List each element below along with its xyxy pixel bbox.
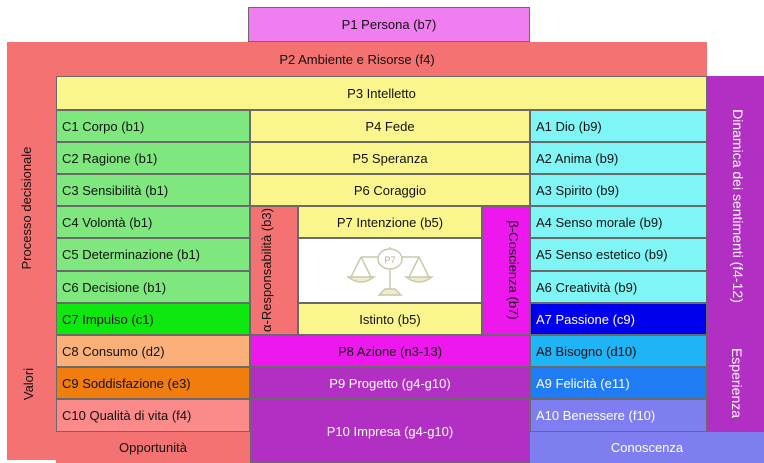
c4-label: C4 Volontà (b1) — [62, 214, 153, 230]
esperienza-label: Esperienza — [729, 347, 745, 419]
esperienza-wrap: Esperienza — [725, 333, 745, 433]
p3-label: P3 Intelletto — [347, 85, 416, 101]
opportunita-label: Opportunità — [119, 440, 187, 455]
a4-box: A4 Senso morale (b9) — [530, 206, 707, 238]
c4-box: C4 Volontà (b1) — [56, 206, 250, 238]
a9-box: A9 Felicità (e11) — [530, 367, 707, 399]
c1-label: C1 Corpo (b1) — [62, 118, 145, 134]
p10-label: P10 Impresa (g4-g10) — [326, 423, 454, 439]
p2-ambiente-risorse: P2 Ambiente e Risorse (f4) — [7, 42, 707, 76]
p8-azione: P8 Azione (n3-13) — [250, 335, 530, 367]
p7-label: P7 Intenzione (b5) — [336, 214, 444, 230]
a6-box: A6 Creatività (b9) — [530, 271, 707, 303]
beta-label: β-Coscienza (b7) — [506, 220, 521, 320]
a3-label: A3 Spirito (b9) — [536, 182, 620, 198]
a8-box: A8 Bisogno (d10) — [530, 335, 707, 367]
c8-box: C8 Consumo (d2) — [56, 335, 250, 367]
alpha-label: α-Responsabilità (b3) — [259, 208, 274, 332]
valori-label: Valori — [21, 367, 36, 401]
c9-box: C9 Soddisfazione (e3) — [56, 367, 250, 399]
p4-fede: P4 Fede — [250, 110, 530, 142]
a6-label: A6 Creatività (b9) — [536, 279, 638, 295]
c8-label: C8 Consumo (d2) — [62, 343, 165, 359]
c2-box: C2 Ragione (b1) — [56, 142, 250, 174]
p4-label: P4 Fede — [365, 118, 415, 134]
p7-intenzione: P7 Intenzione (b5) — [298, 206, 482, 238]
a7-label: A7 Passione (c9) — [536, 311, 635, 327]
c7-label: C7 Impulso (c1) — [62, 311, 154, 327]
p2-label: P2 Ambiente e Risorse (f4) — [279, 51, 435, 67]
a1-box: A1 Dio (b9) — [530, 110, 707, 142]
p6-label: P6 Coraggio — [353, 182, 427, 198]
a7-box: A7 Passione (c9) — [530, 303, 707, 335]
alpha-responsabilita — [250, 206, 298, 335]
beta-label-wrap: β-Coscienza (b7) — [492, 206, 521, 334]
a8-label: A8 Bisogno (d10) — [536, 343, 637, 359]
p3-intelletto: P3 Intelletto — [56, 76, 707, 110]
c10-box: C10 Qualità di vita (f4) — [56, 399, 250, 432]
conoscenza: Conoscenza — [530, 432, 764, 463]
dinamica-sentimenti-label: Dinamica dei sentimenti (f4-12) — [730, 109, 746, 303]
balance-scale-icon: P7 — [345, 247, 435, 296]
a9-label: A9 Felicità (e11) — [536, 375, 630, 391]
p9-label: P9 Progetto (g4-g10) — [329, 375, 451, 391]
dinamica-sentimenti-wrap: Dinamica dei sentimenti (f4-12) — [726, 86, 746, 326]
p8-label: P8 Azione (n3-13) — [337, 343, 443, 359]
c3-label: C3 Sensibilità (b1) — [62, 182, 169, 198]
c5-label: C5 Determinazione (b1) — [62, 247, 201, 262]
p5-speranza: P5 Speranza — [250, 142, 530, 174]
a4-label: A4 Senso morale (b9) — [536, 214, 663, 230]
a10-label: A10 Benessere (f10) — [536, 408, 656, 423]
c5-box: C5 Determinazione (b1) — [56, 238, 250, 271]
c7-box: C7 Impulso (c1) — [56, 303, 250, 335]
p1-label: P1 Persona (b7) — [341, 17, 437, 32]
p5-label: P5 Speranza — [352, 150, 428, 166]
scale-p7-text: P7 — [384, 255, 395, 265]
a1-label: A1 Dio (b9) — [536, 118, 602, 134]
opportunita: Opportunità — [56, 432, 250, 463]
c3-box: C3 Sensibilità (b1) — [56, 174, 250, 206]
c1-box: C1 Corpo (b1) — [56, 110, 250, 142]
alpha-label-wrap: α-Responsabilità (b3) — [259, 206, 288, 334]
p1-persona: P1 Persona (b7) — [248, 7, 530, 42]
c10-label: C10 Qualità di vita (f4) — [62, 408, 192, 423]
valori-wrap: Valori — [21, 344, 41, 424]
conoscenza-label: Conoscenza — [610, 440, 684, 455]
c6-box: C6 Decisione (b1) — [56, 271, 250, 303]
a2-label: A2 Anima (b9) — [536, 150, 619, 166]
p9-progetto: P9 Progetto (g4-g10) — [250, 367, 530, 399]
c2-label: C2 Ragione (b1) — [62, 150, 158, 166]
c6-label: C6 Decisione (b1) — [62, 279, 167, 295]
processo-decisionale-wrap: Processo decisionale — [19, 113, 39, 303]
p6-coraggio: P6 Coraggio — [250, 174, 530, 206]
a2-box: A2 Anima (b9) — [530, 142, 707, 174]
c9-label: C9 Soddisfazione (e3) — [62, 375, 191, 391]
a5-box: A5 Senso estetico (b9) — [530, 238, 707, 271]
a3-box: A3 Spirito (b9) — [530, 174, 707, 206]
p10-impresa: P10 Impresa (g4-g10) — [250, 399, 530, 463]
a10-box: A10 Benessere (f10) — [530, 399, 707, 432]
a5-label: A5 Senso estetico (b9) — [536, 247, 668, 262]
right-purple-column — [707, 76, 764, 332]
istinto: Istinto (b5) — [298, 303, 482, 335]
processo-decisionale-label: Processo decisionale — [19, 146, 34, 270]
scale-image: P7 — [298, 238, 482, 303]
istinto-label: Istinto (b5) — [359, 311, 421, 327]
beta-coscienza — [482, 206, 530, 335]
